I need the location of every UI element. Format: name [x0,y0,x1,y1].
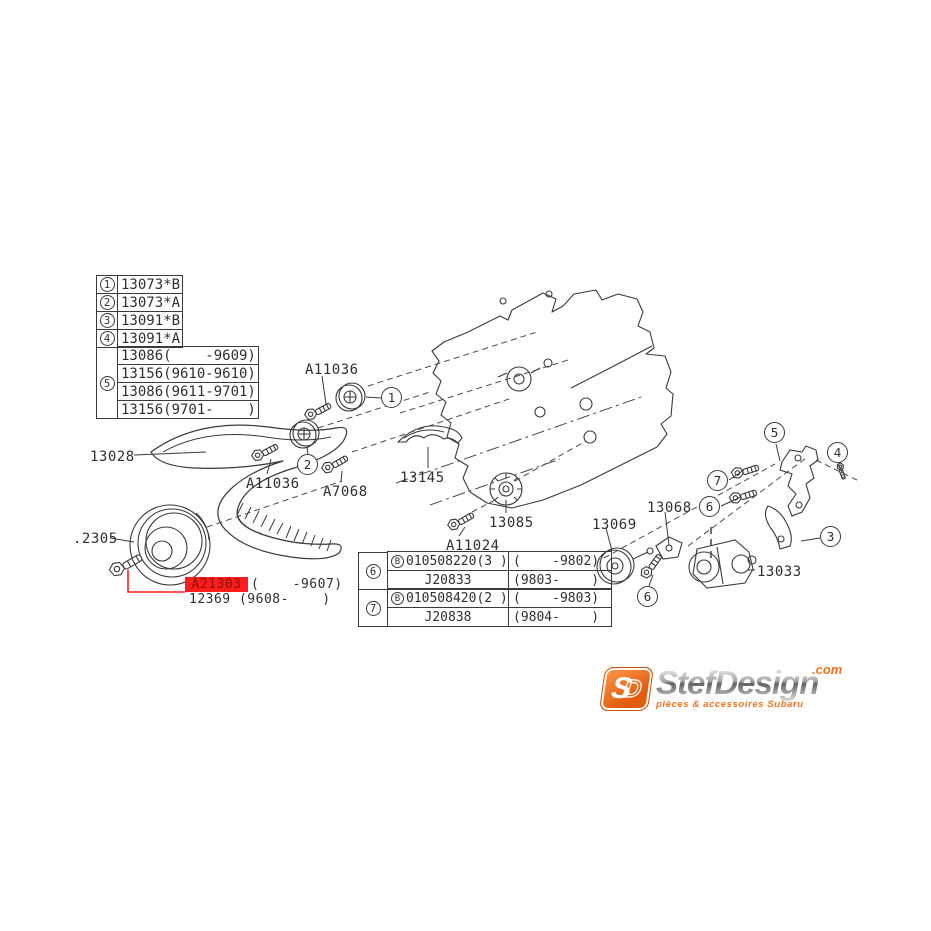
callout-2: 2 [297,454,318,475]
highlight-leader [128,570,185,592]
legend-row: 2 13073*A [96,293,259,312]
stay-bracket-5 [780,446,818,516]
bolt-6-lower [638,550,664,581]
engine-mounted-pulley [498,367,540,391]
logo-letter-d: D [621,674,644,703]
highlighted-part-number: A21303 [185,577,248,592]
fastener-range: (9803- ) [508,570,612,590]
part-label-13033: 13033 [757,564,802,580]
belt-tensioner-13033 [689,540,756,588]
fastener-ref: 7 [365,600,381,616]
b-badge: B [391,554,404,568]
bolt-7 [729,460,761,481]
callout-5: 5 [764,422,785,443]
fastener-part: J20833 [424,572,472,588]
legend-part: 13091*A [117,329,183,348]
part-label-a11024: A11024 [446,538,500,554]
callout-3: 3 [820,526,841,547]
belt-teeth-hatching [237,503,331,551]
fastener-part: 010508220(3 ) [406,553,508,569]
part-label-a11036-top: A11036 [305,362,359,378]
timing-belt [151,425,347,559]
bolt-a11024 [445,508,476,533]
idler-pulley-2 [290,420,319,448]
legend-ref: 1 [99,277,115,292]
part-label-a11036-left: A11036 [246,476,300,492]
fastener-part: J20838 [424,609,472,625]
callout-1: 1 [381,387,402,408]
stefdesign-logo: S D StefDesign .com pièces & accessoires… [598,658,870,722]
part-label-13069: 13069 [592,517,637,533]
bolt-a11036-left [249,439,280,464]
legend-row: 4 13091*A [96,329,259,348]
fastener-part: 010508420(2 ) [406,590,508,606]
fastener-range: (9804- ) [508,607,612,627]
dashed-guides [207,332,857,560]
legend-ref: 2 [99,295,115,310]
legend-ref: 4 [99,331,115,346]
callout-4: 4 [827,442,848,463]
legend-row: 1 13073*B [96,275,259,294]
part-label-13068: 13068 [647,500,692,516]
logo-tld: .com [812,662,843,677]
logo-wordmark: StefDesign [656,664,819,701]
part-label-13028: 13028 [90,449,135,465]
bolt-6-upper [727,485,759,506]
crank-bolt-a21303 [106,548,145,580]
tensioner-pulley-13069 [597,548,653,584]
leader-lines [110,376,842,586]
callout-6-lower: 6 [637,586,658,607]
callout-7: 7 [707,470,728,491]
crank-pulley [130,505,210,585]
fastener-row: J20838 (9804- ) [387,607,612,627]
cover-bracket-13145 [398,426,462,443]
part-label-2305: .2305 [73,531,118,547]
part-label-a7068: A7068 [323,484,368,500]
part-label-13145: 13145 [400,470,445,486]
idler-pulley-1 [336,383,365,411]
fastener-row: J20833 (9803- ) [387,570,612,590]
legend-row: 3 13091*B [96,311,259,330]
b-badge: B [391,591,404,605]
successor-part-line: 12369 (9608- ) [189,592,331,607]
legend-part: 13073*A [117,293,183,312]
legend-part: 13073*B [117,275,183,294]
engine-block-outline [432,290,673,508]
part-label-13085: 13085 [489,515,534,531]
logo-monogram-icon: S D [598,667,655,711]
centerlines [396,396,644,505]
fastener-ref: 6 [365,563,381,579]
fastener-range: ( -9802) [508,551,612,571]
legend-part: 13156(9701- ) [117,400,259,419]
logo-tagline: pièces & accessoires Subaru [656,699,804,710]
legend-part: 13156(9610-9610) [117,364,259,383]
legend-group-5: 5 13086( -9609) 13156(9610-9610) 13086(9… [96,346,259,419]
legend-ref: 5 [99,375,115,391]
highlighted-part-range: ( -9607) [251,577,343,592]
fastener-range: ( -9803) [508,588,612,608]
legend-table: 1 13073*B 2 13073*A 3 13091*B 4 13091*A … [96,275,259,419]
legend-ref: 3 [99,313,115,328]
callout-6-upper: 6 [699,496,720,517]
stay-bracket-3 [765,506,791,549]
legend-part: 13086(9611-9701) [117,382,259,401]
legend-part: 13086( -9609) [117,346,259,365]
bolt-a11036-top [302,398,333,423]
legend-part: 13091*B [117,311,183,330]
